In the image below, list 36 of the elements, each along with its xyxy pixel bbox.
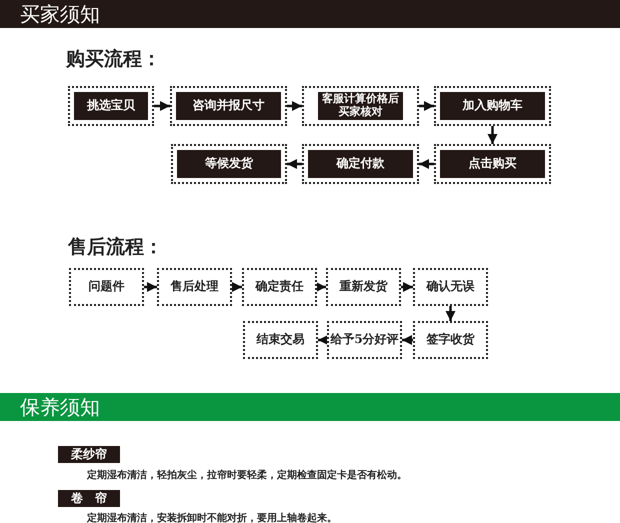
arrow (318, 335, 328, 345)
arrow (488, 126, 498, 144)
process-box: 确定责任 (242, 268, 317, 306)
process-box: 给予5分好评 (327, 321, 402, 359)
arrow (446, 306, 456, 321)
tag-label: 柔纱帘 (58, 446, 120, 463)
header-bar: 保养须知 (0, 393, 620, 421)
arrow (316, 282, 326, 292)
arrow (154, 101, 170, 111)
process-box: 签字收货 (413, 321, 488, 359)
tag-label: 卷 帘 (58, 490, 120, 507)
section-heading: 售后流程： (68, 235, 163, 260)
arrow (419, 159, 434, 169)
arrow (401, 282, 413, 292)
header-bar: 买家须知 (0, 0, 620, 28)
process-box: 客服计算价格后买家核对 (302, 86, 419, 126)
process-box: 点击购买 (434, 144, 551, 184)
process-box: 确定付款 (302, 144, 419, 184)
process-box: 结束交易 (243, 321, 318, 359)
process-box: 咨询并报尺寸 (170, 86, 287, 126)
process-box: 等候发货 (171, 144, 287, 184)
arrow (232, 282, 242, 292)
process-box: 挑选宝贝 (68, 86, 154, 126)
section-heading: 购买流程： (66, 47, 161, 72)
process-box: 问题件 (69, 268, 144, 306)
process-box: 重新发货 (326, 268, 401, 306)
process-box: 加入购物车 (434, 86, 551, 126)
note-text: 定期湿布清洁，轻拍灰尘，拉帘时要轻柔，定期检查固定卡是否有松动。 (87, 468, 407, 482)
process-box: 售后处理 (157, 268, 232, 306)
arrow (287, 159, 302, 169)
note-text: 定期湿布清洁，安装拆卸时不能对折，要用上轴卷起来。 (87, 511, 337, 523)
arrow (419, 101, 434, 111)
process-box: 确认无误 (413, 268, 488, 306)
arrow (402, 335, 413, 345)
arrow (287, 101, 302, 111)
arrow (144, 282, 157, 292)
